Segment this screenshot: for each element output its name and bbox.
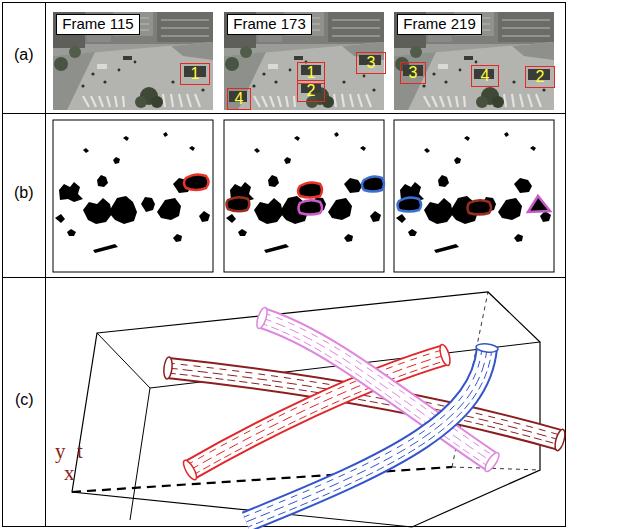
track-id: 4 (235, 90, 244, 108)
track-number-box: 2 (525, 66, 555, 88)
frame-number: Frame 173 (233, 16, 306, 33)
axis-label: y (55, 440, 66, 463)
track-id: 2 (536, 68, 545, 86)
track-id: 4 (481, 67, 490, 85)
panel-grid (3, 3, 566, 527)
video-frame (394, 12, 554, 110)
track-number-box: 4 (227, 88, 251, 110)
object-contour (184, 174, 550, 214)
panel-label: (c) (15, 391, 34, 409)
track-number-box: 3 (356, 52, 386, 74)
video-frame (53, 12, 213, 110)
video-frames (53, 12, 554, 110)
track-number-box: 2 (297, 80, 325, 102)
frame-label: Frame 115 (56, 14, 140, 35)
track-number-box: 3 (400, 62, 426, 84)
video-frame (224, 12, 384, 110)
frame-label: Frame 173 (227, 14, 312, 35)
track-id: 3 (409, 64, 418, 82)
track-number-box: 4 (471, 65, 499, 87)
mask-blobs (226, 132, 381, 253)
track-id: 1 (191, 65, 200, 83)
mask-blobs (55, 132, 210, 253)
trajectory-tubes (163, 306, 567, 527)
frame-label: Frame 219 (397, 14, 482, 35)
foreground-masks (53, 120, 554, 272)
axis-label: t (77, 440, 83, 463)
frame-number: Frame 219 (403, 16, 476, 33)
axis-label: x (64, 462, 75, 485)
panel-label: (b) (14, 184, 34, 202)
track-id: 3 (367, 54, 376, 72)
track-id: 2 (307, 82, 316, 100)
tube-blue (244, 343, 498, 527)
mask-blobs (396, 132, 551, 253)
spacetime-volume (72, 292, 540, 527)
track-number-box: 1 (180, 63, 210, 85)
panel-label: (a) (14, 46, 34, 64)
frame-number: Frame 115 (62, 16, 133, 33)
